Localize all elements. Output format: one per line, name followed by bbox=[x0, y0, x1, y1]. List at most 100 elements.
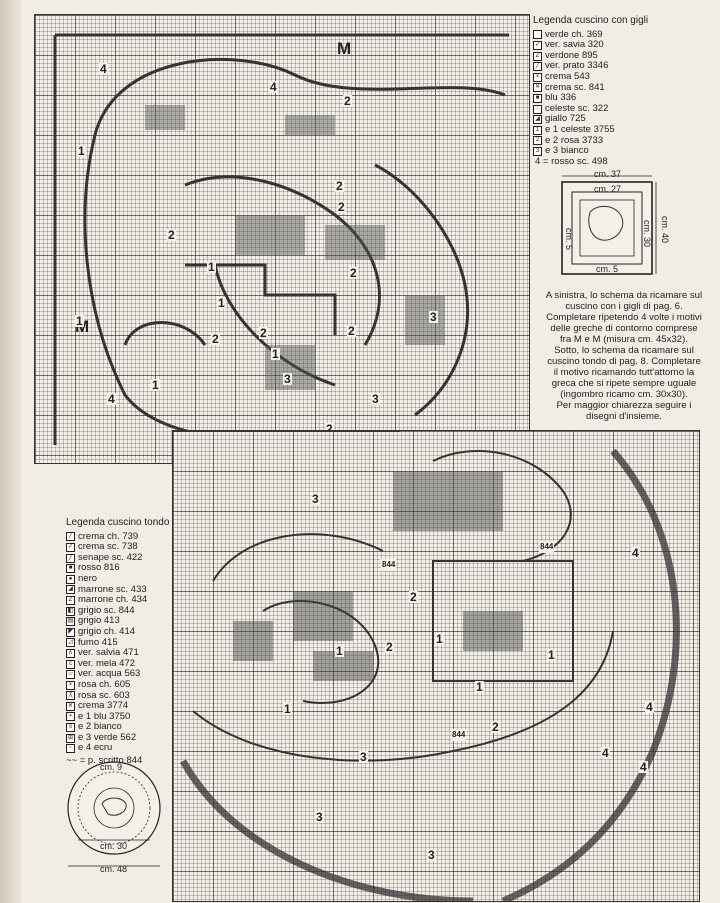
legend-item: ▱ver. acqua 563 bbox=[66, 669, 176, 680]
legend-item: ■blu 336 bbox=[533, 93, 713, 104]
legend-label: rosa ch. 605 bbox=[78, 678, 131, 690]
area-number: 4 bbox=[99, 62, 108, 76]
area-number: 2 bbox=[337, 200, 346, 214]
legend-symbol-icon: ╱ bbox=[533, 62, 542, 72]
legend-label: e 2 bianco bbox=[78, 721, 122, 733]
note-line: Sotto, lo schema da ricamare sul bbox=[554, 345, 694, 356]
area-number: 2 bbox=[349, 266, 358, 280]
lily-cushion-chart: M M 4 4 2 1 2 1 2 2 1 2 1 2 3 2 2 1 3 3 … bbox=[34, 14, 530, 464]
note-line: greca che si ripete sempre uguale bbox=[551, 378, 697, 389]
legend-symbol-icon: ✓ bbox=[533, 40, 542, 50]
legend-label: e 4 ecru bbox=[78, 742, 113, 754]
legend-symbol-icon: ● bbox=[66, 574, 75, 584]
dim-label: cm. 5 bbox=[564, 228, 574, 251]
legend-label: blu 336 bbox=[545, 92, 577, 104]
dim-label: cm. 30 bbox=[642, 220, 652, 248]
legend-item: ✕crema 3774 bbox=[66, 700, 176, 712]
area-number: 844 bbox=[539, 541, 555, 553]
note-line: cuscino tondo di pag. 8. Completare bbox=[547, 356, 701, 367]
marker-m-top: M bbox=[337, 39, 352, 58]
legend-item: ◤grigio ch. 414 bbox=[66, 625, 176, 638]
legend-label: crema ch. 739 bbox=[78, 530, 139, 542]
legend-item: ╱senape sc. 422 bbox=[66, 551, 176, 564]
legend-symbol-icon: ≡ bbox=[66, 723, 75, 733]
legend-item: ⊞e 3 verde 562 bbox=[66, 731, 176, 744]
legend-symbol-icon: · bbox=[533, 30, 542, 40]
dim-label: cm. 9 bbox=[100, 762, 123, 772]
legend-symbol-icon: ∧ bbox=[66, 648, 75, 658]
legend-extra: ~~ = p. scritto 844 bbox=[66, 755, 143, 767]
legend-item: ▤grigio 413 bbox=[66, 616, 176, 627]
legend-label: crema 543 bbox=[545, 70, 590, 82]
legend-symbol-icon: 1 bbox=[533, 125, 542, 135]
dim-label: cm. 27 bbox=[594, 184, 622, 194]
note-line: Per maggior chiarezza seguire i bbox=[556, 400, 692, 411]
legend-extra: 4 = rosso sc. 498 bbox=[535, 155, 608, 167]
legend-round-cushion: Legenda cuscino tondo ╱crema ch. 739✓cre… bbox=[66, 517, 176, 767]
area-number: 1 bbox=[217, 296, 226, 310]
round-cushion-diagram: cm. 9 cm. 30 cm. 48 bbox=[62, 756, 168, 876]
note-line: il motivo ricamando tutt'attorno la bbox=[553, 367, 695, 378]
legend-symbol-icon: ⊞ bbox=[66, 733, 75, 743]
legend-item: ◢giallo 725 bbox=[533, 114, 713, 125]
round-motif-outline bbox=[173, 431, 680, 901]
legend-label: e 1 celeste 3755 bbox=[545, 123, 615, 135]
area-number: 3 bbox=[429, 310, 438, 324]
area-number: 2 bbox=[259, 326, 268, 340]
area-number: 3 bbox=[283, 372, 292, 386]
legend-label: ver. salvia 471 bbox=[78, 647, 139, 659]
dim-label: cm. 48 bbox=[100, 864, 128, 874]
area-number: 2 bbox=[325, 422, 334, 436]
area-number: 2 bbox=[335, 179, 344, 193]
legend-item: ■rosso 816 bbox=[66, 563, 176, 574]
dim-label: cm. 30 bbox=[100, 841, 128, 851]
legend-label: e 3 bianco bbox=[545, 145, 589, 157]
legend-symbol-icon: ◢ bbox=[66, 585, 75, 595]
legend-symbol-icon: ▫ bbox=[66, 744, 75, 754]
legend-item: ◦celeste sc. 322 bbox=[533, 103, 713, 115]
round-diagram-shape bbox=[67, 761, 161, 867]
legend-label: fumo 415 bbox=[78, 636, 118, 648]
legend-symbol-icon: 3 bbox=[533, 146, 542, 156]
legend-item: ◢marrone sc. 433 bbox=[66, 584, 176, 596]
square-diagram-shape bbox=[561, 175, 657, 275]
legend-item: ×crema 543 bbox=[533, 70, 713, 83]
legend-item: ╱ver. prato 3346 bbox=[533, 61, 713, 72]
legend-label: ver. prato 3346 bbox=[545, 60, 609, 72]
area-number: 1 bbox=[475, 680, 484, 694]
area-number: 1 bbox=[151, 378, 160, 392]
legend-label: grigio ch. 414 bbox=[78, 625, 136, 637]
note-line: fra M e M (misura cm. 45x32). bbox=[560, 334, 688, 345]
legend-symbol-icon: ▤ bbox=[66, 617, 75, 627]
area-number: 4 bbox=[631, 546, 640, 560]
legend-symbol-icon: Z bbox=[533, 51, 542, 61]
legend-symbol-icon: c bbox=[66, 659, 75, 669]
legend-symbol-icon: ◿ bbox=[66, 638, 75, 648]
dim-label: cm. 37 bbox=[594, 169, 622, 179]
legend-label: senape sc. 422 bbox=[78, 551, 143, 563]
lily-motif-outline bbox=[53, 33, 529, 447]
note-line: delle greche di contorno comprese bbox=[550, 323, 698, 334]
area-number: 3 bbox=[311, 492, 320, 506]
legend-item: ×rosa ch. 605 bbox=[66, 678, 176, 691]
page-gutter bbox=[0, 0, 22, 903]
area-number: 2 bbox=[491, 720, 500, 734]
legend-symbol-icon: ■ bbox=[533, 93, 542, 103]
area-number: 2 bbox=[211, 332, 220, 346]
legend-label: verde ch. 369 bbox=[545, 28, 603, 40]
dim-label: cm. 5 bbox=[596, 264, 619, 274]
legend-label: crema 3774 bbox=[78, 700, 129, 712]
area-number: 3 bbox=[315, 810, 324, 824]
area-number: 4 bbox=[645, 700, 654, 714]
legend-item: ╱crema ch. 739 bbox=[66, 530, 176, 543]
legend-item: ◿fumo 415 bbox=[66, 636, 176, 649]
legend-symbol-icon: × bbox=[533, 72, 542, 82]
area-number: 2 bbox=[347, 324, 356, 338]
legend-symbol-icon: Z bbox=[66, 595, 75, 605]
legend-label: e 3 verde 562 bbox=[78, 731, 137, 743]
legend-item: ≡e 2 bianco bbox=[66, 722, 176, 733]
